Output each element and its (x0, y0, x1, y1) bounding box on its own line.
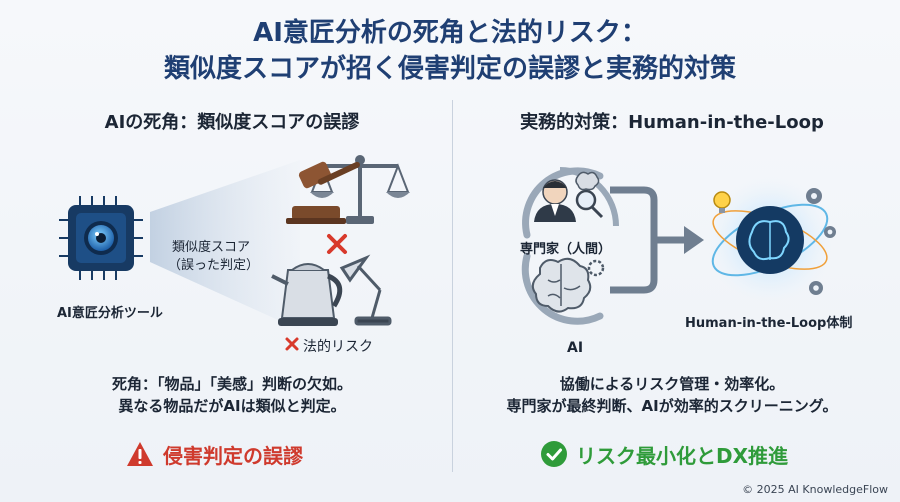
gavel-scales-icon (286, 155, 410, 224)
ai-tool-label: AI意匠分析ツール (57, 306, 163, 321)
hitl-system-label: Human-in-the-Loop体制 (685, 316, 853, 331)
left-description: 死角：「物品」「美感」判断の欠如。 異なる物品だがAIは類似と判定。 (22, 373, 442, 417)
merge-arrow-head (684, 226, 704, 254)
left-result: 侵害判定の誤謬 (125, 438, 303, 470)
risk-x-icon (285, 337, 299, 351)
warning-icon (127, 442, 153, 466)
hitl-system-icon (706, 176, 836, 304)
right-section-heading: 実務的対策：Human-in-the-Loop (520, 112, 824, 133)
footer-copyright: © 2025 AI KnowledgeFlow (742, 483, 888, 496)
right-result: リスク最小化とDX推進 (540, 438, 788, 470)
right-description-line2: 専門家が最終判断、AIが効率的スクリーニング。 (506, 397, 838, 415)
right-description: 協働によるリスク管理・効率化。 専門家が最終判断、AIが効率的スクリーニング。 (462, 373, 882, 417)
check-circle-icon (541, 441, 567, 467)
left-description-line2: 異なる物品だがAIは類似と判定。 (118, 397, 346, 415)
legal-risk-label: 法的リスク (303, 339, 373, 355)
cycle-arc (521, 167, 604, 325)
merge-arrow (610, 186, 688, 294)
main-title-line2: 類似度スコアが招く侵害判定の誤謬と実務的対策 (163, 54, 736, 84)
main-title-line1: AI意匠分析の死角と法的リスク： (253, 18, 647, 48)
kettle-icon (271, 263, 343, 326)
ai-chip-icon (59, 196, 143, 280)
expert-person-icon (534, 171, 604, 222)
left-result-label: 侵害判定の誤謬 (163, 443, 303, 468)
right-description-line1: 協働によるリスク管理・効率化。 (559, 375, 785, 393)
left-description-line1: 死角：「物品」「美感」判断の欠如。 (111, 375, 352, 393)
desk-lamp-icon (339, 254, 392, 326)
right-result-label: リスク最小化とDX推進 (576, 443, 789, 468)
similarity-score-label-1: 類似度スコア (172, 240, 251, 255)
scan-beam (150, 160, 300, 330)
expert-label: 専門家（人間） (520, 242, 612, 257)
mismatch-x-icon (327, 234, 347, 254)
similarity-score-label-2: （誤った判定） (168, 258, 260, 273)
left-section-heading: AIの死角：類似度スコアの誤謬 (104, 112, 360, 133)
ai-label: AI (567, 340, 584, 356)
ai-brain-icon (531, 257, 605, 313)
section-divider (452, 100, 453, 472)
